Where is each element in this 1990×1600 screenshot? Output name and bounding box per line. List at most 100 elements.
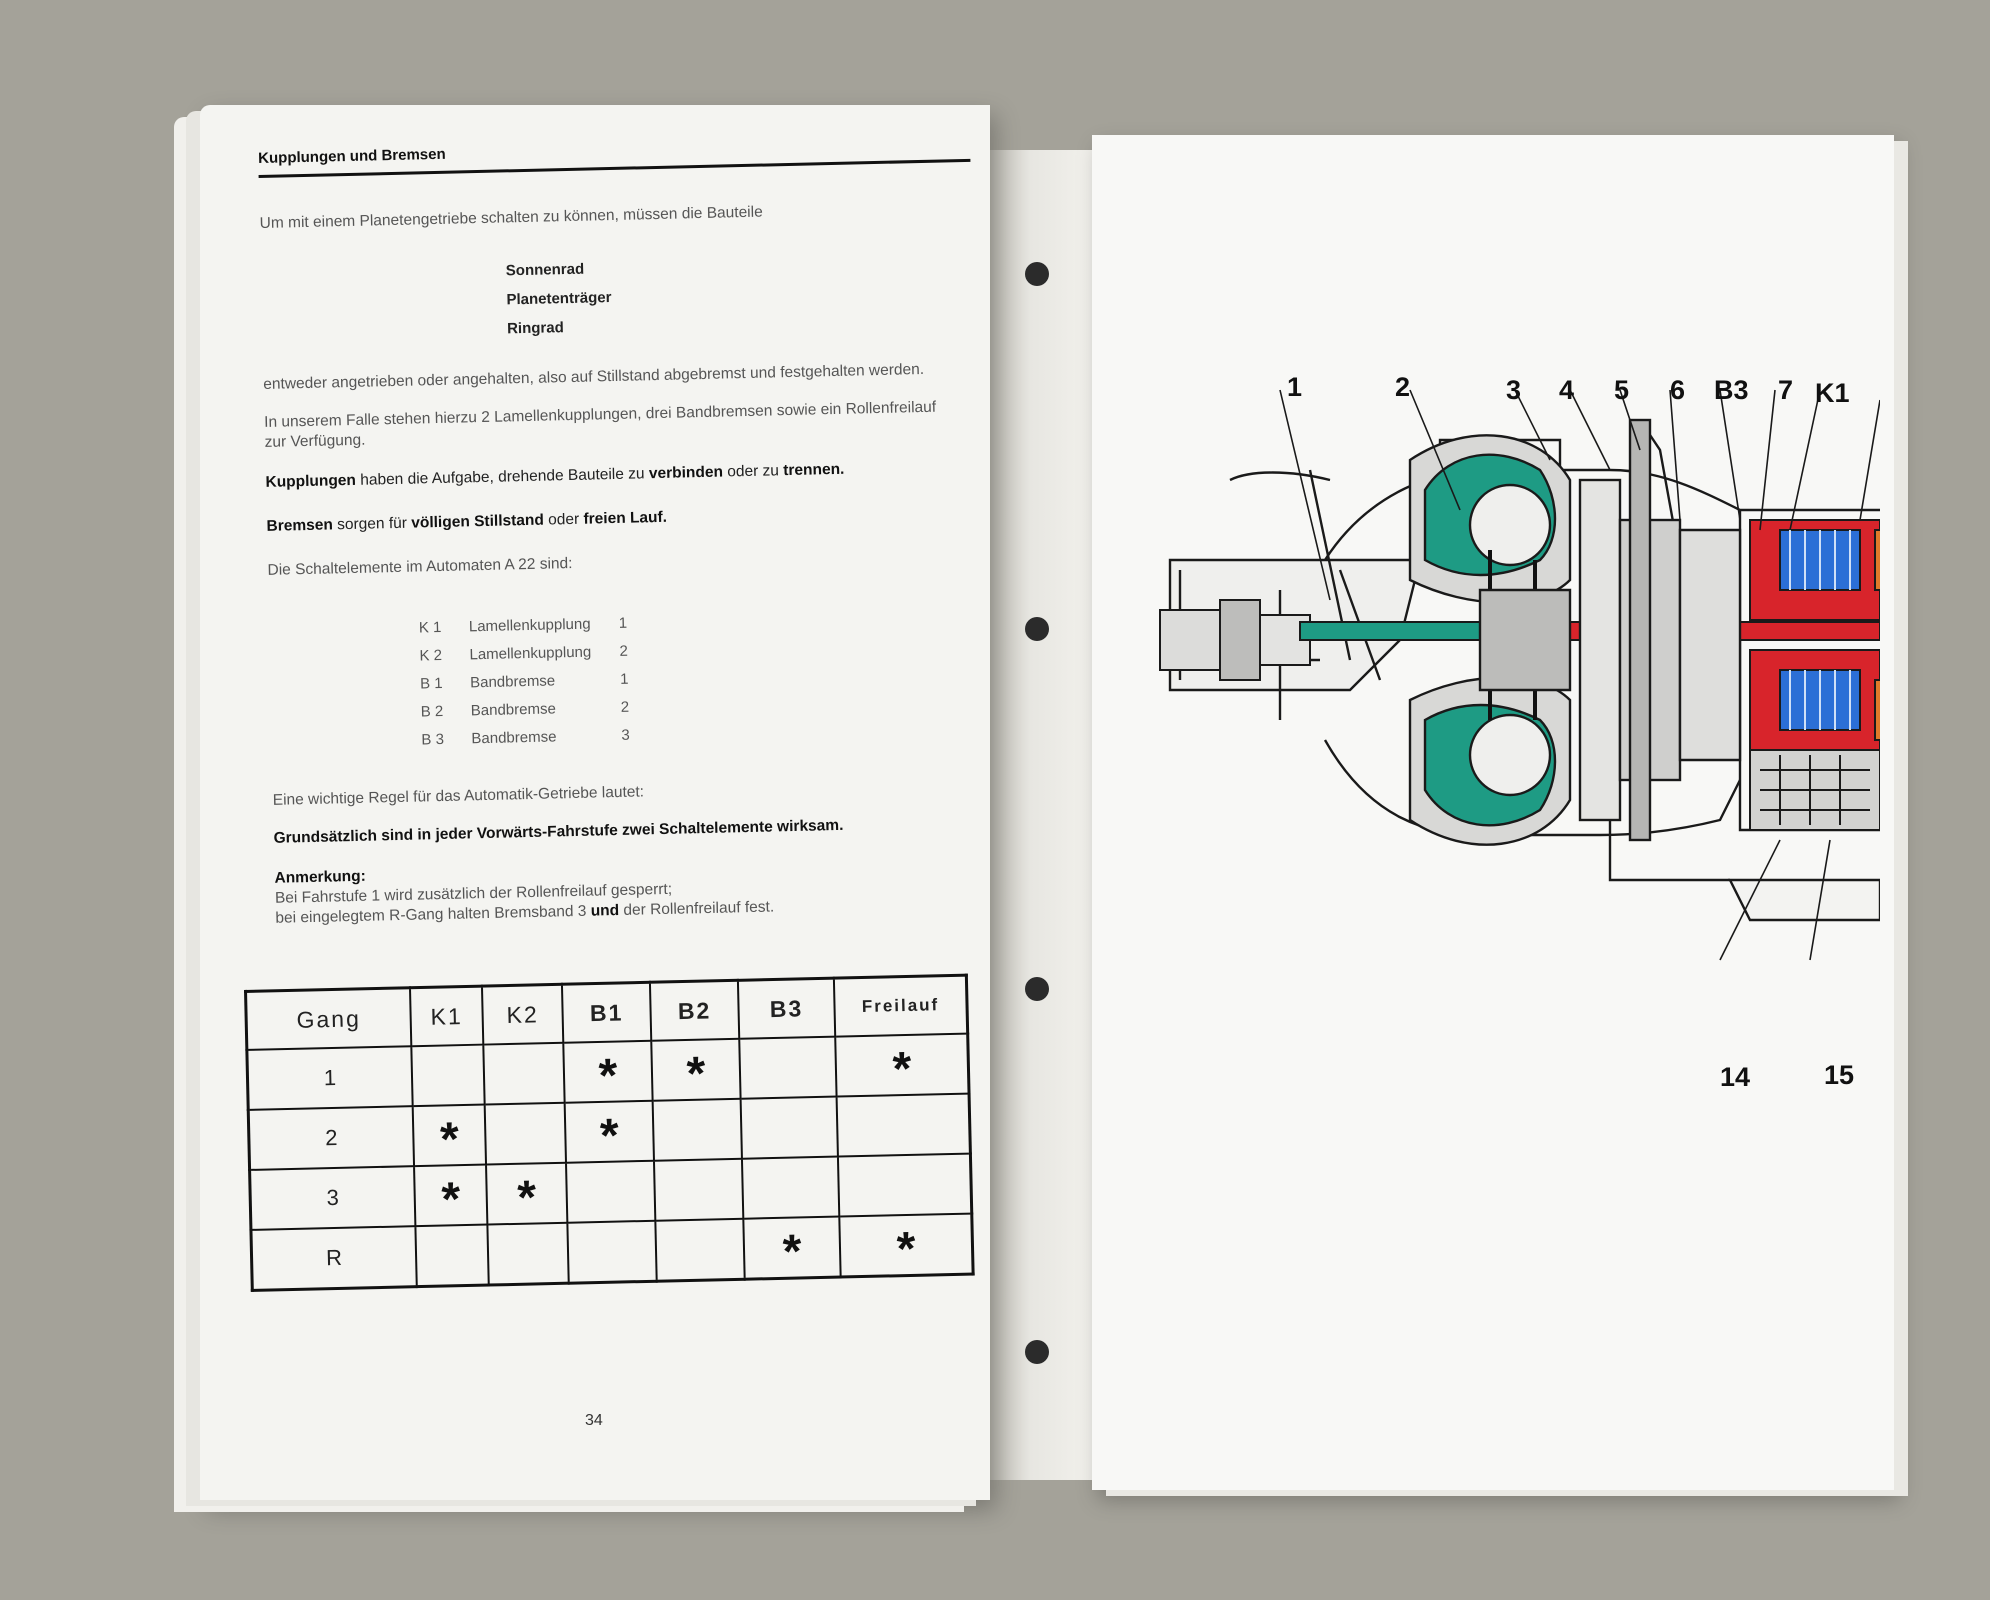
table-header-cell: B2 (649, 980, 740, 1041)
callout-label: K1 (1815, 378, 1850, 408)
empty-cell (655, 1218, 745, 1282)
left-page-text: Kupplungen und Bremsen Um mit einem Plan… (258, 134, 990, 929)
engaged-mark-cell: * (835, 1033, 970, 1097)
engaged-mark-cell: * (414, 1164, 488, 1227)
table-header-cell: Freilauf (833, 975, 968, 1037)
clutch-verb-2: trennen. (783, 460, 845, 480)
clutch-text-2: oder zu (722, 462, 784, 481)
empty-cell (740, 1096, 838, 1159)
page-number: 34 (585, 1412, 603, 1429)
engaged-mark-cell: * (839, 1213, 974, 1278)
transmission-cutaway-illustration (1159, 389, 1880, 961)
leader-lines (1279, 389, 1880, 961)
engaged-mark-cell: * (564, 1100, 654, 1163)
availability-paragraph: In unserem Falle stehen hierzu 2 Lamelle… (263, 398, 937, 451)
callout-label: 4 (1559, 375, 1575, 405)
clutch-pack-k1 (1749, 519, 1880, 751)
table-header-cell: B1 (561, 982, 652, 1043)
gear-cell: 3 (249, 1166, 416, 1230)
callout-label: 6 (1670, 375, 1686, 405)
brake-label: Bremsen (266, 516, 334, 535)
callout-label: 5 (1614, 375, 1630, 405)
empty-cell (411, 1044, 485, 1107)
element-code: B 3 (421, 730, 445, 748)
empty-cell (415, 1224, 489, 1287)
rule-intro: Eine wichtige Regel für das Automatik-Ge… (272, 783, 645, 809)
empty-cell (741, 1156, 840, 1219)
brake-paragraph: Bremsen sorgen für völligen Stillstand o… (266, 501, 981, 537)
book-spine (988, 150, 1093, 1480)
table-header-cell: K2 (481, 984, 564, 1045)
engaged-mark-cell: * (412, 1104, 487, 1167)
callout-label: 15 (1824, 1060, 1855, 1090)
element-code: B 2 (420, 702, 444, 720)
element-name: Bandbremse (469, 671, 556, 691)
gear-cell: 1 (246, 1046, 413, 1110)
callout-label: 7 (1778, 375, 1794, 405)
element-number: 3 (621, 726, 630, 744)
switching-elements-list: K 1 Lamellenkupplung 1 K 2 Lamellenkupplung 2… (419, 601, 987, 754)
empty-cell (836, 1093, 971, 1157)
empty-cell (483, 1042, 565, 1105)
punch-hole (1025, 262, 1049, 286)
clutch-paragraph: Kupplungen haben die Aufgabe, drehende B… (265, 457, 980, 493)
element-number: 2 (620, 698, 630, 716)
element-name: Bandbremse (471, 727, 557, 747)
clutch-verb-1: verbinden (648, 463, 724, 483)
empty-cell (739, 1036, 837, 1099)
empty-cell (566, 1160, 656, 1223)
left-page (200, 105, 990, 1500)
punch-hole (1025, 617, 1049, 641)
valve-body (1749, 749, 1880, 831)
brake-bold-1: völligen Stillstand (411, 511, 545, 532)
empty-cell (653, 1158, 744, 1221)
gear-table-body: 1***2**3**R** (246, 1033, 974, 1291)
punch-hole (1025, 1340, 1049, 1364)
punch-hole (1025, 977, 1049, 1001)
table-header-cell: K1 (409, 986, 484, 1047)
after-components-paragraph: entweder angetrieben oder angehalten, al… (263, 360, 925, 393)
empty-cell (487, 1222, 569, 1286)
engaged-mark-cell: * (563, 1040, 653, 1103)
element-name: Lamellenkupplung (469, 643, 592, 663)
element-name: Lamellenkupplung (468, 615, 591, 635)
table-header-cell: B3 (737, 978, 836, 1039)
pump-and-stator (1578, 418, 1742, 842)
engaged-mark-cell: * (743, 1216, 841, 1280)
element-number: 1 (618, 614, 628, 632)
gear-cell: 2 (248, 1106, 415, 1170)
clutch-text-1: haben die Aufgabe, drehende Bauteile zu (355, 465, 650, 489)
callout-label: 14 (1720, 1062, 1751, 1092)
callout-label: 1 (1287, 372, 1303, 402)
intro-paragraph: Um mit einem Planetengetriebe schalten z… (259, 203, 763, 232)
empty-cell (484, 1102, 567, 1165)
rule-statement: Grundsätzlich sind in jeder Vorwärts-Fah… (273, 816, 844, 847)
note-line-2c: der Rollenfreilauf fest. (618, 898, 775, 920)
empty-cell (837, 1153, 972, 1217)
table-header-cell: Gang (245, 987, 412, 1050)
element-number: 2 (619, 642, 628, 660)
callout-label: 3 (1506, 375, 1522, 405)
empty-cell (567, 1220, 657, 1284)
callout-label: B3 (1714, 375, 1749, 405)
element-code: K 2 (419, 646, 443, 664)
empty-cell (652, 1098, 742, 1161)
gear-cell: R (250, 1226, 417, 1291)
element-code: B 1 (419, 674, 443, 692)
brake-bold-2: freien Lauf. (583, 508, 668, 528)
brake-text-2: oder (543, 510, 584, 529)
brake-text-1: sorgen für (332, 514, 412, 534)
clutch-label: Kupplungen (265, 471, 357, 491)
note-line-2b: und (590, 902, 620, 920)
callout-label: 2 (1395, 372, 1411, 402)
component-list: Sonnenrad Planetenträger Ringrad (505, 246, 977, 344)
engaged-mark-cell: * (486, 1162, 568, 1225)
element-number: 1 (619, 670, 629, 688)
element-name: Bandbremse (470, 699, 557, 719)
engaged-mark-cell: * (651, 1038, 741, 1101)
element-code: K 1 (418, 618, 442, 636)
elements-intro: Die Schaltelemente im Automaten A 22 sin… (267, 554, 573, 579)
torque-converter (1408, 434, 1572, 846)
